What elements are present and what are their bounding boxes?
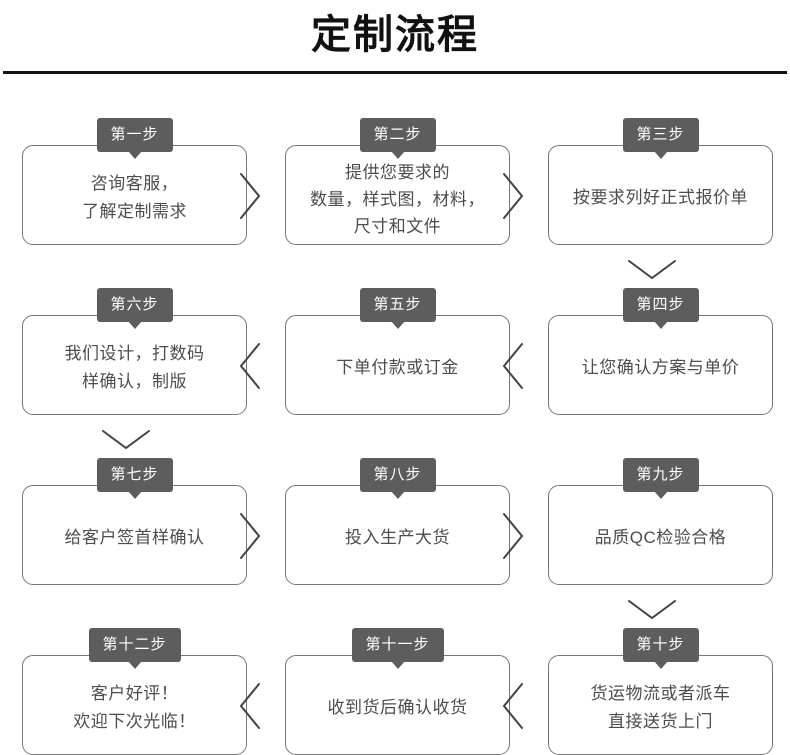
- step-description: 按要求列好正式报价单: [549, 146, 772, 244]
- step-badge: 第十一步: [351, 628, 444, 669]
- process-flow-diagram: 第一步咨询客服， 了解定制需求 第二步提供您要求的数量，样式图，材料， 尺寸和文件 第三…: [0, 78, 790, 755]
- step-badge-label: 第八步: [373, 466, 422, 483]
- step-badge: 第十步: [622, 628, 699, 669]
- step-badge: 第一步: [96, 118, 173, 159]
- step-description-line: 客户好评！: [90, 684, 179, 703]
- chevron-right-icon: [237, 170, 263, 222]
- step-description-line: 投入生产大货: [345, 528, 450, 547]
- step-description: 投入生产大货: [286, 486, 509, 584]
- step-badge-label: 第三步: [636, 126, 685, 143]
- badge-notch-triangle-icon: [390, 321, 405, 329]
- process-step-card: 第九步品质QC检验合格: [548, 458, 773, 585]
- process-step-card: 第十一步收到货后确认收货: [285, 628, 510, 755]
- step-description: 下单付款或订金: [286, 316, 509, 414]
- chevron-right-icon: [500, 510, 526, 562]
- step-badge-label: 第四步: [636, 296, 685, 313]
- step-badge: 第十二步: [88, 628, 181, 669]
- step-description: 让您确认方案与单价: [549, 316, 772, 414]
- badge-notch-triangle-icon: [653, 151, 668, 159]
- step-description-line: 了解定制需求: [82, 202, 187, 221]
- step-description-line: 直接送货上门: [608, 712, 713, 731]
- process-step-card: 第十二步客户好评！ 欢迎下次光临！: [22, 628, 247, 755]
- title-divider: [3, 71, 787, 74]
- badge-notch-triangle-icon: [390, 491, 405, 499]
- process-step-card: 第二步提供您要求的数量，样式图，材料， 尺寸和文件: [285, 118, 510, 245]
- chevron-right-icon: [237, 510, 263, 562]
- step-description-line: 尺寸和文件: [353, 216, 442, 236]
- step-badge-label: 第七步: [110, 466, 159, 483]
- step-description-line: 给客户签首样确认: [64, 528, 205, 547]
- step-description: 我们设计，打数码样确认，制版: [23, 316, 246, 414]
- step-description-line: 收到货后确认收货: [327, 698, 468, 717]
- step-badge: 第九步: [622, 458, 699, 499]
- step-description-line: 咨询客服，: [90, 174, 179, 193]
- badge-notch-triangle-icon: [127, 151, 142, 159]
- chevron-down-icon: [626, 256, 678, 282]
- step-description: 咨询客服， 了解定制需求: [23, 146, 246, 244]
- step-description-line: 让您确认方案与单价: [581, 358, 740, 377]
- process-step-card: 第五步下单付款或订金: [285, 288, 510, 415]
- process-step-card: 第十步货运物流或者派车直接送货上门: [548, 628, 773, 755]
- step-badge-label: 第九步: [636, 466, 685, 483]
- step-badge: 第三步: [622, 118, 699, 159]
- step-description-line: 提供您要求的: [345, 162, 450, 182]
- step-badge: 第七步: [96, 458, 173, 499]
- step-description-line: 数量，样式图，材料，: [310, 189, 485, 209]
- step-description-line: 按要求列好正式报价单: [573, 188, 748, 207]
- chevron-left-icon: [237, 340, 263, 392]
- page-title: 定制流程: [311, 13, 479, 57]
- process-step-card: 第四步让您确认方案与单价: [548, 288, 773, 415]
- process-step-card: 第三步按要求列好正式报价单: [548, 118, 773, 245]
- step-description-line: 样确认，制版: [82, 372, 187, 391]
- step-description-line: 品质QC检验合格: [594, 528, 727, 547]
- step-badge: 第二步: [359, 118, 436, 159]
- badge-notch-triangle-icon: [390, 661, 405, 669]
- step-badge: 第八步: [359, 458, 436, 499]
- chevron-left-icon: [237, 680, 263, 732]
- process-step-card: 第七步给客户签首样确认: [22, 458, 247, 585]
- step-badge: 第六步: [96, 288, 173, 329]
- step-description-line: 欢迎下次光临！: [73, 712, 196, 731]
- process-step-card: 第六步我们设计，打数码样确认，制版: [22, 288, 247, 415]
- chevron-down-icon: [626, 596, 678, 622]
- step-badge-label: 第十一步: [365, 636, 430, 653]
- process-step-card: 第八步投入生产大货: [285, 458, 510, 585]
- step-description: 收到货后确认收货: [286, 656, 509, 754]
- badge-notch-triangle-icon: [127, 321, 142, 329]
- step-badge: 第五步: [359, 288, 436, 329]
- badge-notch-triangle-icon: [127, 491, 142, 499]
- step-description: 客户好评！ 欢迎下次光临！: [23, 656, 246, 754]
- chevron-right-icon: [500, 170, 526, 222]
- process-step-card: 第一步咨询客服， 了解定制需求: [22, 118, 247, 245]
- badge-notch-triangle-icon: [127, 661, 142, 669]
- chevron-left-icon: [500, 340, 526, 392]
- step-description: 给客户签首样确认: [23, 486, 246, 584]
- step-badge: 第四步: [622, 288, 699, 329]
- badge-notch-triangle-icon: [653, 661, 668, 669]
- step-badge-label: 第六步: [110, 296, 159, 313]
- step-badge-label: 第十二步: [102, 636, 167, 653]
- step-badge-label: 第一步: [110, 126, 159, 143]
- badge-notch-triangle-icon: [390, 151, 405, 159]
- step-description-line: 货运物流或者派车: [590, 684, 731, 703]
- step-description-line: 我们设计，打数码: [64, 344, 205, 363]
- step-description-line: 下单付款或订金: [336, 358, 459, 377]
- step-description: 提供您要求的数量，样式图，材料， 尺寸和文件: [286, 146, 509, 244]
- page-header: 定制流程: [0, 0, 790, 78]
- step-badge-label: 第十步: [636, 636, 685, 653]
- badge-notch-triangle-icon: [653, 321, 668, 329]
- step-badge-label: 第二步: [373, 126, 422, 143]
- step-badge-label: 第五步: [373, 296, 422, 313]
- chevron-left-icon: [500, 680, 526, 732]
- badge-notch-triangle-icon: [653, 491, 668, 499]
- chevron-down-icon: [100, 426, 152, 452]
- step-description: 货运物流或者派车直接送货上门: [549, 656, 772, 754]
- step-description: 品质QC检验合格: [549, 486, 772, 584]
